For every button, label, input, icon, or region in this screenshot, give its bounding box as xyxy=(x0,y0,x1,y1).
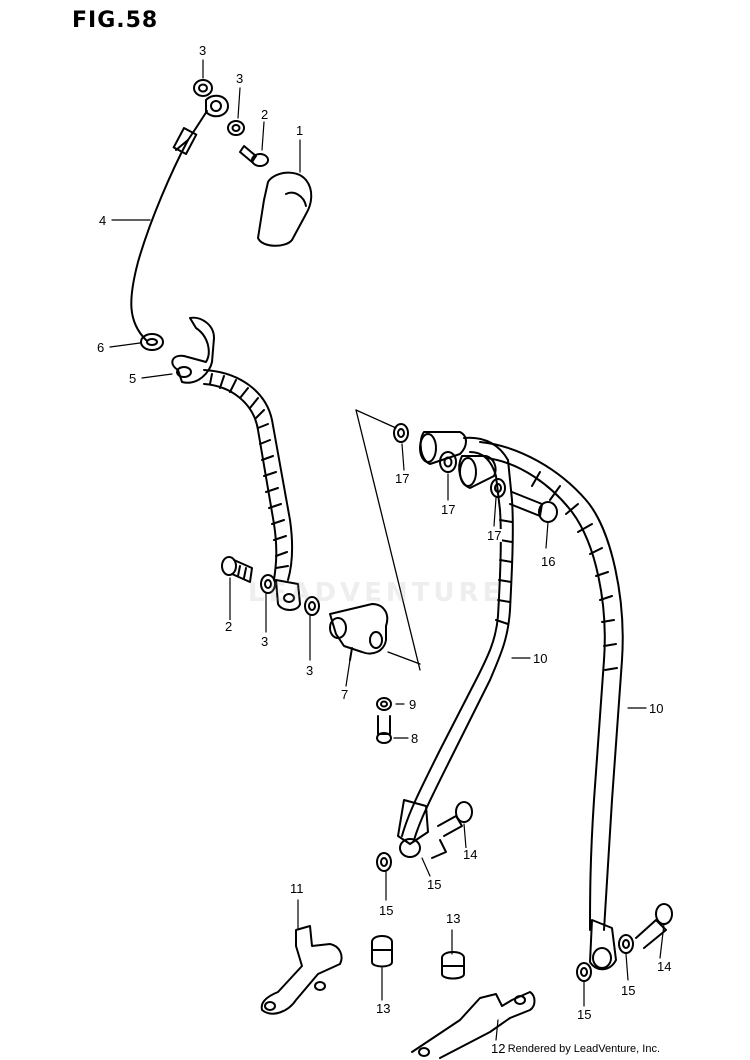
callout-7: 7 xyxy=(340,687,350,702)
callout-2: 2 xyxy=(224,619,234,634)
washer-3-top xyxy=(193,79,213,97)
callout-4: 4 xyxy=(98,213,108,228)
union-bolt-14-left xyxy=(431,801,473,859)
callout-3: 3 xyxy=(235,71,245,86)
bolt-8 xyxy=(376,715,392,744)
washer-17-a xyxy=(393,423,409,443)
washer-3-lower-b xyxy=(304,596,320,616)
callout-9: 9 xyxy=(408,697,418,712)
master-cylinder-cap-1 xyxy=(257,171,313,247)
hose-clamp-12 xyxy=(411,991,536,1059)
callout-14: 14 xyxy=(462,847,479,862)
figure-title: FIG.58 xyxy=(72,8,159,33)
hose-clamp-11 xyxy=(260,925,343,1015)
callout-8: 8 xyxy=(410,731,420,746)
washer-17-b xyxy=(439,451,457,473)
brake-hose-4 xyxy=(130,127,198,341)
callout-16: 16 xyxy=(540,554,557,569)
hose-clamp-5 xyxy=(171,316,215,384)
callout-3: 3 xyxy=(198,43,208,58)
hose-end-fitting-left xyxy=(397,799,429,858)
washer-15-right-b xyxy=(576,962,592,982)
brake-hose-lower-left xyxy=(203,369,294,581)
callout-3: 3 xyxy=(305,663,315,678)
washer-9 xyxy=(376,697,392,711)
washer-15-left xyxy=(376,852,392,872)
callout-2: 2 xyxy=(260,107,270,122)
callout-15: 15 xyxy=(378,903,395,918)
callout-1: 1 xyxy=(295,123,305,138)
washer-3-second xyxy=(227,120,245,136)
callout-10: 10 xyxy=(532,651,549,666)
callout-12: 12 xyxy=(490,1041,507,1056)
union-bolt-16 xyxy=(509,491,558,523)
callout-5: 5 xyxy=(128,371,138,386)
union-fitting-top xyxy=(195,94,229,129)
brake-hose-10-left xyxy=(401,436,514,841)
callout-15: 15 xyxy=(576,1007,593,1022)
washer-15-right-a xyxy=(618,934,634,954)
render-credit: Rendered by LeadVenture, Inc. xyxy=(507,1043,660,1055)
three-way-joint-7 xyxy=(329,603,389,661)
callout-13: 13 xyxy=(445,911,462,926)
callout-15: 15 xyxy=(620,983,637,998)
union-bolt-14-right xyxy=(635,903,673,949)
union-bolt-2-top xyxy=(239,145,269,167)
callout-leaders xyxy=(109,59,665,1041)
hose-guide-13-left xyxy=(371,935,393,968)
callout-11: 11 xyxy=(289,881,305,896)
callout-17: 17 xyxy=(486,528,503,543)
callout-3: 3 xyxy=(260,634,270,649)
watermark-text: LEADVENTURE xyxy=(248,578,505,608)
alignment-lines xyxy=(355,409,421,671)
washer-3-lower-a xyxy=(260,574,276,594)
callout-17: 17 xyxy=(394,471,411,486)
union-bolt-2-lower xyxy=(221,556,253,583)
hose-guide-13-right xyxy=(441,951,465,980)
union-fitting-upper-right-b xyxy=(458,455,497,489)
union-fitting-lower-left xyxy=(275,579,301,611)
callout-6: 6 xyxy=(96,340,106,355)
hose-end-fitting-right xyxy=(589,919,617,971)
callout-14: 14 xyxy=(656,959,673,974)
brake-hose-10-right xyxy=(479,441,624,931)
callout-15: 15 xyxy=(426,877,443,892)
callout-17: 17 xyxy=(440,502,457,517)
callout-13: 13 xyxy=(375,1001,392,1016)
union-fitting-upper-right-a xyxy=(419,431,467,465)
grommet-6 xyxy=(140,333,164,351)
callout-10: 10 xyxy=(648,701,665,716)
